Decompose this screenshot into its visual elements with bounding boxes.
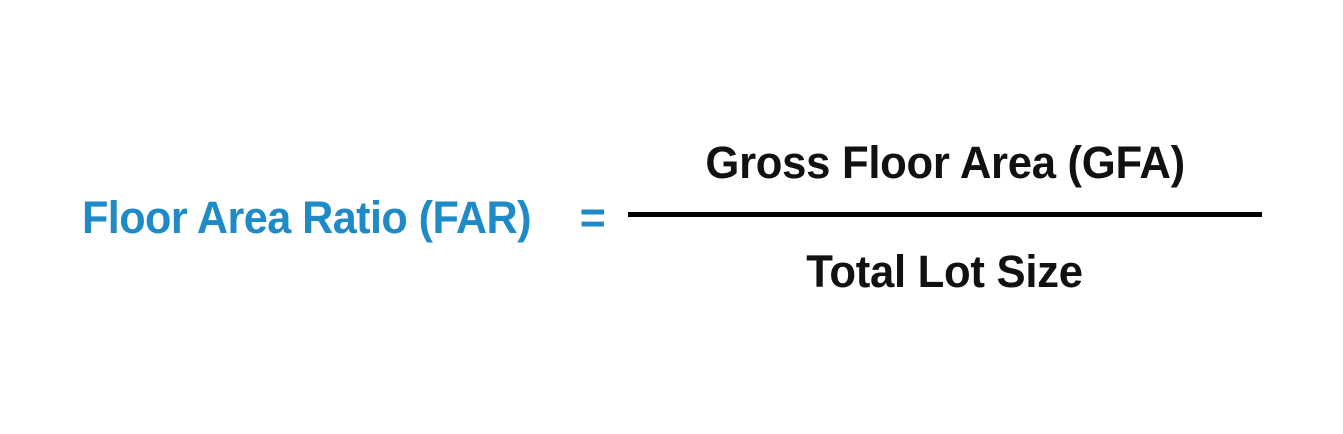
- fraction-numerator: Gross Floor Area (GFA): [705, 137, 1185, 188]
- fraction: Gross Floor Area (GFA) Total Lot Size: [627, 137, 1262, 297]
- fraction-denominator: Total Lot Size: [806, 246, 1084, 297]
- far-label: Floor Area Ratio (FAR): [82, 191, 532, 243]
- fraction-bar: [627, 212, 1262, 217]
- equals-sign: =: [579, 191, 606, 243]
